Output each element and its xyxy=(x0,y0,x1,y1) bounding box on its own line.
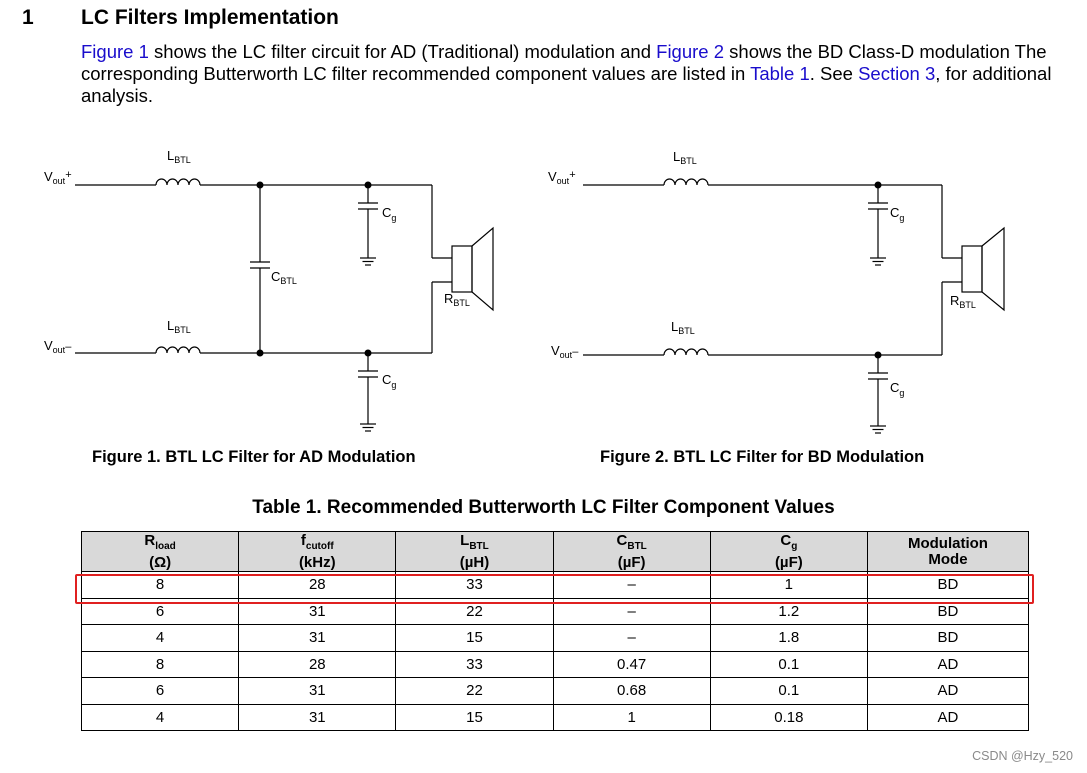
fig1-cg-bottom-label: Cg xyxy=(382,372,396,390)
fig2-vout-minus-label: Vout– xyxy=(551,343,579,360)
cell-cg: 1.8 xyxy=(709,624,868,652)
cell-rload: 8 xyxy=(80,650,240,678)
table-1-link[interactable]: Table 1 xyxy=(750,63,810,84)
fig1-cg-top-label: Cg xyxy=(382,205,396,223)
intro-paragraph: Figure 1 shows the LC filter circuit for… xyxy=(81,41,1071,107)
cell-cg: 0.1 xyxy=(709,650,868,678)
figure-1-link[interactable]: Figure 1 xyxy=(81,41,149,62)
cell-fcutoff: 31 xyxy=(238,703,397,731)
header-rload: Rload(Ω) xyxy=(80,531,240,572)
table-header-row: Rload(Ω) fcutoff(kHz) LBTL(µH) CBTL(µF) … xyxy=(80,531,1030,572)
intro-text-3: . See xyxy=(809,63,859,84)
header-lbtl: LBTL(µH) xyxy=(395,531,554,572)
fig1-rbtl-label: RBTL xyxy=(444,291,470,308)
figure-1-svg: Vout+ Vout– LBTL LBTL Cg Cg CBTL RBTL xyxy=(44,148,494,432)
fig2-rbtl-label: RBTL xyxy=(950,293,976,310)
header-fcutoff: fcutoff(kHz) xyxy=(238,531,397,572)
cell-fcutoff: 28 xyxy=(238,650,397,678)
cell-cg: 0.1 xyxy=(709,677,868,705)
cell-cbtl: – xyxy=(552,624,711,652)
component-values-table: Rload(Ω) fcutoff(kHz) LBTL(µH) CBTL(µF) … xyxy=(80,531,1030,731)
cell-lbtl: 15 xyxy=(395,703,554,731)
cell-cbtl: 0.47 xyxy=(552,650,711,678)
table-row: 6 31 22 0.68 0.1 AD xyxy=(80,677,1030,705)
cell-lbtl: 33 xyxy=(395,650,554,678)
figure-1-caption: Figure 1. BTL LC Filter for AD Modulatio… xyxy=(92,448,416,466)
fig1-lbtl-top-label: LBTL xyxy=(167,148,191,165)
section-title: LC Filters Implementation xyxy=(81,6,339,29)
fig1-cbtl-label: CBTL xyxy=(271,269,297,286)
fig1-vout-plus-label: Vout+ xyxy=(44,169,72,186)
cell-rload: 4 xyxy=(80,703,240,731)
fig2-lbtl-bottom-label: LBTL xyxy=(671,319,695,336)
cell-rload: 6 xyxy=(80,677,240,705)
fig2-vout-plus-label: Vout+ xyxy=(548,169,576,186)
cell-cbtl: 0.68 xyxy=(552,677,711,705)
cell-rload: 4 xyxy=(80,624,240,652)
figure-2-caption: Figure 2. BTL LC Filter for BD Modulatio… xyxy=(600,448,925,466)
fig2-cg-bottom-label: Cg xyxy=(890,380,904,398)
cell-lbtl: 22 xyxy=(395,677,554,705)
fig1-vout-minus-label: Vout– xyxy=(44,338,72,355)
figure-2-link[interactable]: Figure 2 xyxy=(656,41,725,62)
cell-cg: 0.18 xyxy=(709,703,868,731)
intro-text-1: shows the LC filter circuit for AD (Trad… xyxy=(148,41,657,62)
header-cg: Cg(µF) xyxy=(709,531,868,572)
watermark: CSDN @Hzy_520 xyxy=(972,749,1073,763)
header-cbtl: CBTL(µF) xyxy=(552,531,711,572)
cell-cbtl: 1 xyxy=(552,703,711,731)
cell-lbtl: 15 xyxy=(395,624,554,652)
intro-text-4: , for additional analysis. xyxy=(81,63,1052,106)
intro-text-2: shows the BD Class-D modulation The corr… xyxy=(81,41,1047,84)
cell-mode: AD xyxy=(866,703,1030,731)
cell-mode: AD xyxy=(866,677,1030,705)
cell-fcutoff: 31 xyxy=(238,624,397,652)
table-row: 4 31 15 1 0.18 AD xyxy=(80,703,1030,731)
cell-fcutoff: 31 xyxy=(238,677,397,705)
section-number: 1 xyxy=(22,6,34,29)
figure-2-svg: Vout+ Vout– LBTL LBTL Cg Cg RBTL xyxy=(548,149,1005,434)
section-3-link[interactable]: Section 3 xyxy=(858,63,936,84)
table-row: 4 31 15 – 1.8 BD xyxy=(80,624,1030,652)
cell-mode: BD xyxy=(866,624,1030,652)
fig2-cg-top-label: Cg xyxy=(890,205,904,223)
table-row: 8 28 33 0.47 0.1 AD xyxy=(80,650,1030,678)
row-highlight-box xyxy=(75,574,1034,604)
fig1-lbtl-bottom-label: LBTL xyxy=(167,318,191,335)
fig2-lbtl-top-label: LBTL xyxy=(673,149,697,166)
table-title: Table 1. Recommended Butterworth LC Filt… xyxy=(252,497,835,518)
cell-mode: AD xyxy=(866,650,1030,678)
